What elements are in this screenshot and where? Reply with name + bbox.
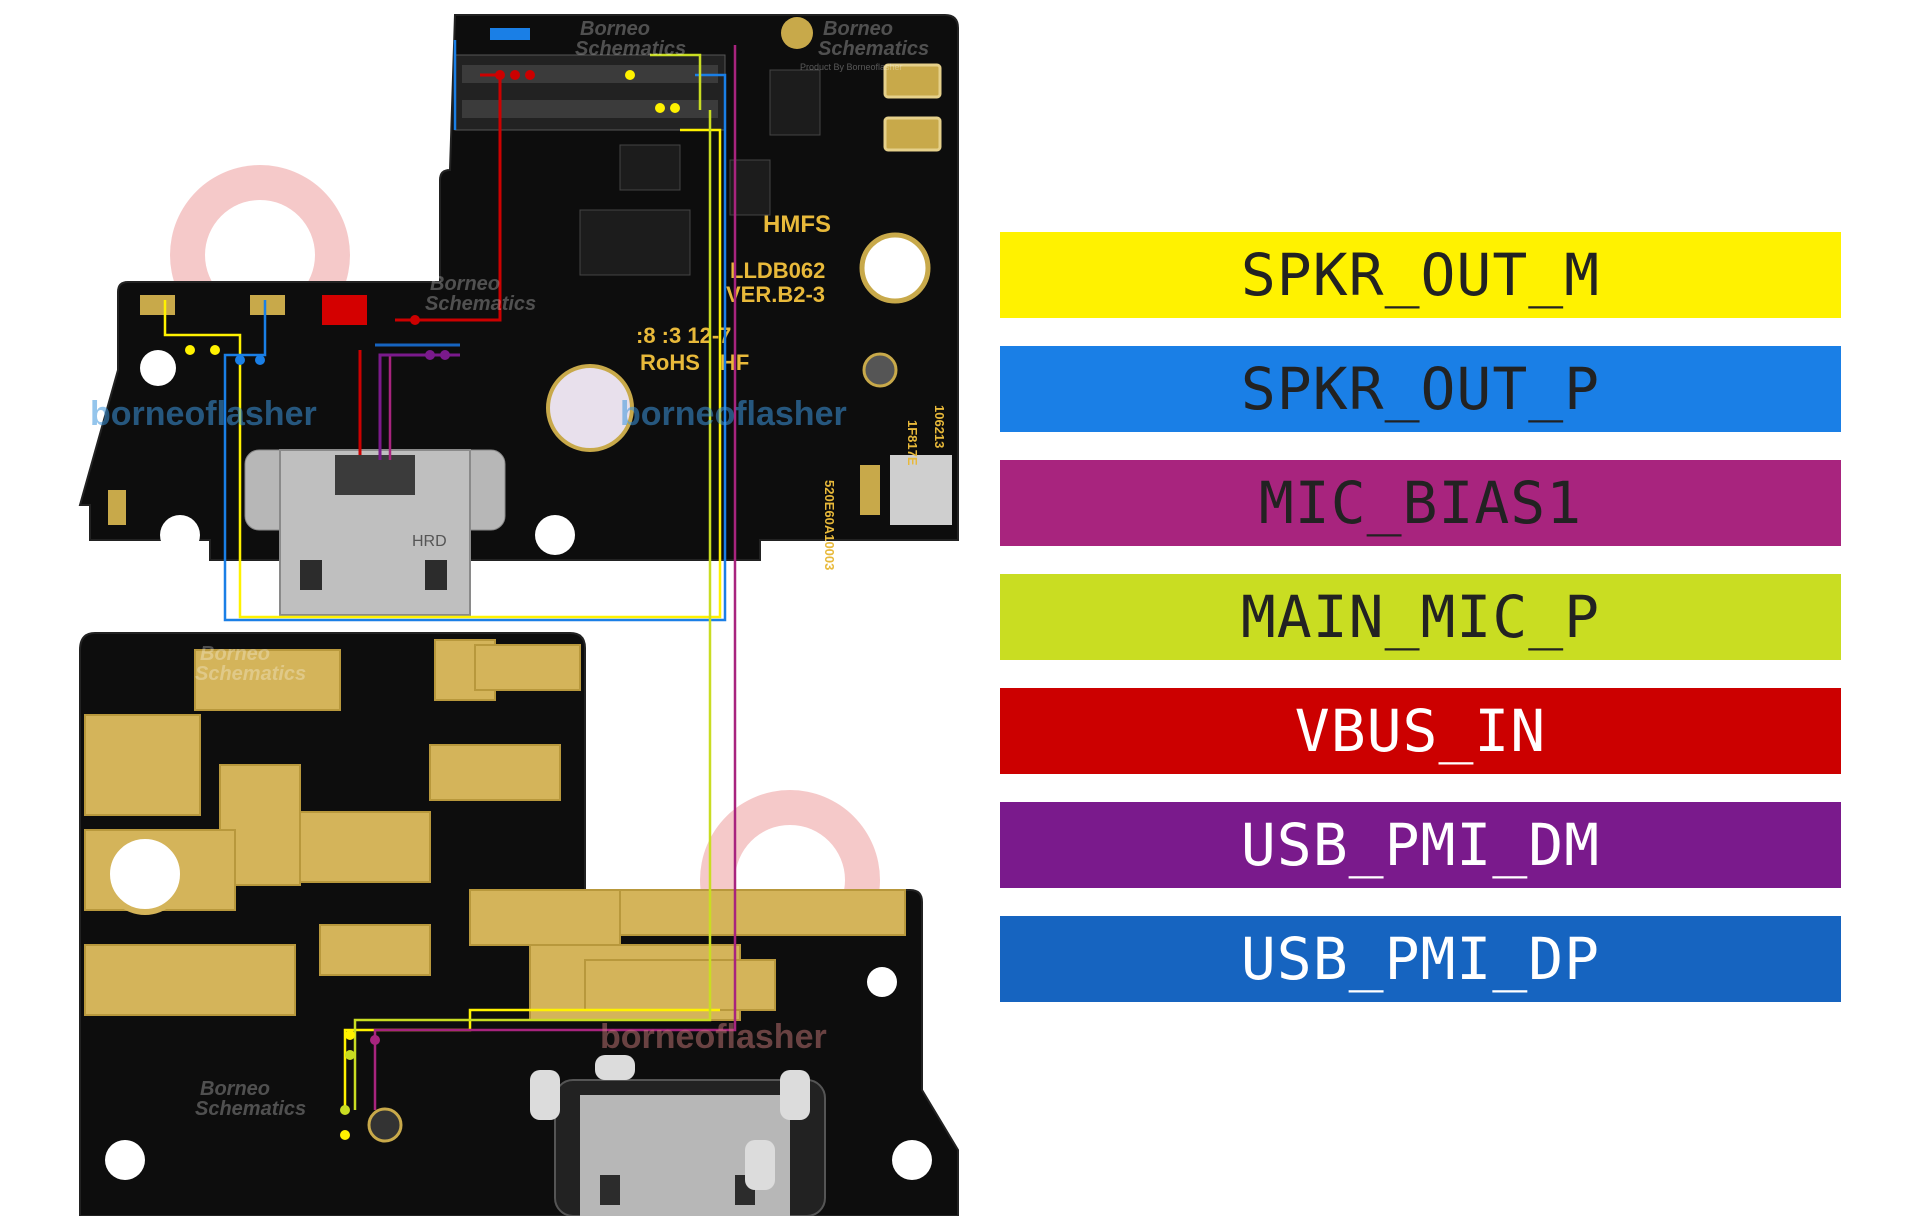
legend-item-mic-bias1: MIC_BIAS1 [1000, 460, 1841, 546]
silk-hrd: HRD [412, 533, 447, 550]
mount-hole [892, 1140, 932, 1180]
legend-item-vbus-in: VBUS_IN [1000, 688, 1841, 774]
pad [781, 17, 813, 49]
top-usb-port [244, 449, 506, 616]
legend-label: MIC_BIAS1 [1258, 469, 1583, 537]
component [860, 465, 880, 515]
chip [769, 69, 821, 136]
silk-rohs: RoHS [640, 350, 700, 375]
bottom-usb-port [530, 1055, 826, 1216]
watermark-text: Borneo [200, 1078, 270, 1100]
mount-hole [140, 350, 176, 386]
watermark-text: Schematics [195, 1098, 306, 1120]
qr-code [890, 455, 952, 525]
legend-label: USB_PMI_DP [1240, 925, 1601, 993]
chip [729, 159, 771, 216]
speaker-pad [250, 295, 285, 315]
spring-pad [883, 116, 942, 152]
silk-vertical-code-2: 1F817E [905, 420, 920, 466]
watermark-group: Borneo Schematics Borneo Schematics Born… [90, 18, 929, 1120]
legend-item-usb-pmi-dm: USB_PMI_DM [1000, 802, 1841, 888]
antenna-connector [862, 352, 898, 388]
watermark-brand: borneoflasher [600, 1018, 827, 1056]
speaker-pad [140, 295, 175, 315]
trace-main-mic-p [353, 53, 712, 1110]
silk-model: LLDB062 [730, 258, 825, 283]
top-pcb-board [78, 14, 959, 561]
blue-connector-tab [490, 28, 530, 40]
silk-vertical-code-1: 520E60A10003 [822, 480, 837, 570]
mount-hole [105, 1140, 145, 1180]
chip [619, 144, 681, 191]
watermark-text: Borneo [200, 643, 270, 665]
watermark-text: Borneo [430, 273, 500, 295]
watermark-text: Borneo [823, 18, 893, 40]
trace-spkr-out-p [223, 40, 727, 622]
silk-version: VER.B2-3 [726, 282, 825, 307]
mic-pad [108, 490, 126, 525]
red-component [322, 295, 367, 325]
mount-hole [867, 967, 897, 997]
mount-hole [535, 515, 575, 555]
silk-hmfs: HMFS [763, 211, 831, 238]
legend-item-usb-pmi-dp: USB_PMI_DP [1000, 916, 1841, 1002]
watermark-text: Schematics [195, 663, 306, 685]
trace-vbus-in [358, 73, 502, 455]
test-points [185, 70, 680, 1140]
watermark-subtext: Product By Borneoflasher [800, 62, 903, 72]
vibration-motor [546, 364, 634, 452]
silk-date: :8 :3 12-7 [636, 323, 731, 348]
watermark-text: Schematics [425, 293, 536, 315]
legend-item-spkr-out-m: SPKR_OUT_M [1000, 232, 1841, 318]
legend-label: SPKR_OUT_P [1240, 355, 1601, 423]
mount-hole [859, 232, 931, 304]
legend-label: MAIN_MIC_P [1240, 583, 1601, 651]
mount-hole [104, 833, 186, 915]
mount-hole [160, 515, 200, 555]
legend-label: SPKR_OUT_M [1240, 241, 1601, 309]
legend-item-spkr-out-p: SPKR_OUT_P [1000, 346, 1841, 432]
legend-label: USB_PMI_DM [1240, 811, 1601, 879]
spring-pad [883, 63, 942, 99]
watermark-text: Schematics [818, 38, 929, 60]
trace-mic-bias1 [373, 45, 737, 1110]
watermark-text: Schematics [575, 38, 686, 60]
mic-hole [367, 1107, 403, 1143]
watermark-text: Borneo [580, 18, 650, 40]
top-board-connector [454, 54, 726, 131]
net-legend: SPKR_OUT_M SPKR_OUT_P MIC_BIAS1 MAIN_MIC… [1000, 232, 1841, 1030]
chip [579, 209, 691, 276]
watermark-brand: borneoflasher [620, 395, 847, 433]
watermark-brand: borneoflasher [90, 395, 317, 433]
legend-label: VBUS_IN [1294, 697, 1547, 765]
legend-item-main-mic-p: MAIN_MIC_P [1000, 574, 1841, 660]
silk-vertical-code-3: 106213 [932, 405, 947, 448]
